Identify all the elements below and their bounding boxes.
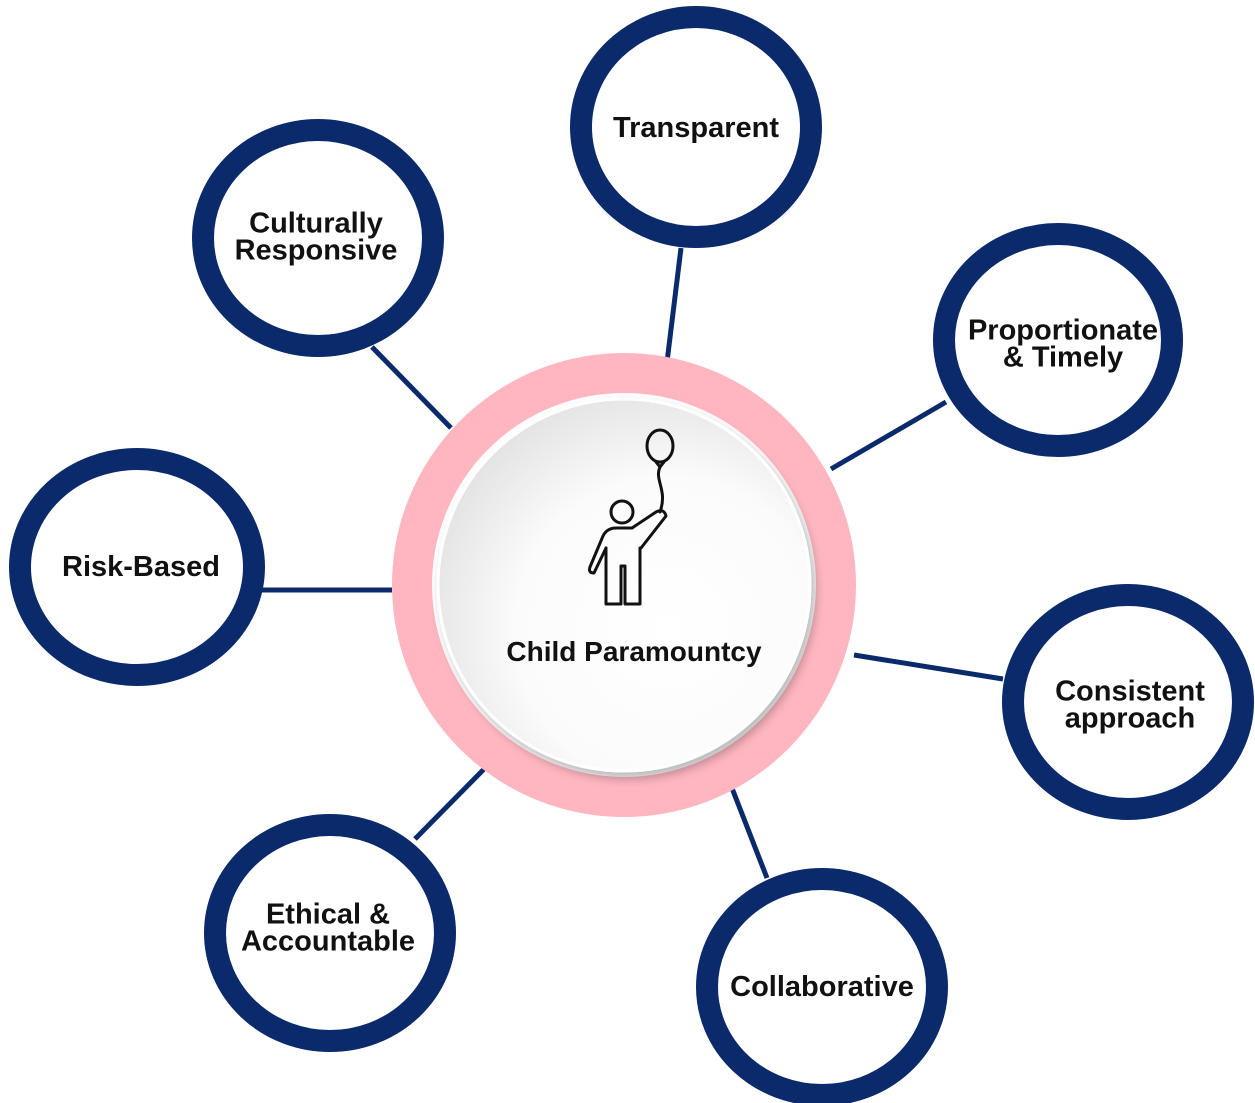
node-label-line: approach xyxy=(1065,703,1196,735)
child-with-balloon-icon xyxy=(588,428,675,606)
node-label-line: Collaborative xyxy=(730,971,914,1003)
connectors xyxy=(259,247,1004,879)
node-label-line: Transparent xyxy=(613,112,779,144)
node-label-line: Ethical & xyxy=(266,899,390,931)
node-label-line: Consistent xyxy=(1055,676,1205,708)
connector-ethical-accountable xyxy=(413,762,491,841)
node-ring xyxy=(9,448,265,686)
node-ring xyxy=(570,6,822,248)
node-label-line: & Timely xyxy=(1003,342,1123,374)
center-label: Child Paramountcy xyxy=(506,636,762,667)
principle-node-transparent: Transparent xyxy=(570,6,822,248)
node-label-line: Culturally xyxy=(249,208,383,240)
node-label-line: Accountable xyxy=(241,926,415,958)
connector-culturally-responsive xyxy=(370,345,453,430)
center-hub: Child Paramountcy xyxy=(392,353,856,817)
principle-node-collaborative: Collaborative xyxy=(696,868,948,1103)
node-ring xyxy=(204,814,456,1052)
connector-collaborative xyxy=(727,782,770,879)
connector-transparent xyxy=(664,247,684,363)
principle-node-proportionate-timely: Proportionate& Timely xyxy=(933,223,1183,457)
node-ring xyxy=(696,868,948,1103)
node-label-line: Risk-Based xyxy=(62,551,220,583)
principle-node-ethical-accountable: Ethical &Accountable xyxy=(204,814,456,1052)
node-ring xyxy=(192,119,444,357)
connector-proportionate-timely xyxy=(829,399,948,472)
center-pink-ring xyxy=(392,353,856,817)
node-label-line: Proportionate xyxy=(968,315,1158,347)
node-label-line: Responsive xyxy=(235,235,398,267)
principle-node-risk-based: Risk-Based xyxy=(9,448,265,686)
node-ring xyxy=(1002,584,1254,820)
node-ring xyxy=(933,223,1183,457)
connector-consistent-approach xyxy=(853,652,1004,682)
